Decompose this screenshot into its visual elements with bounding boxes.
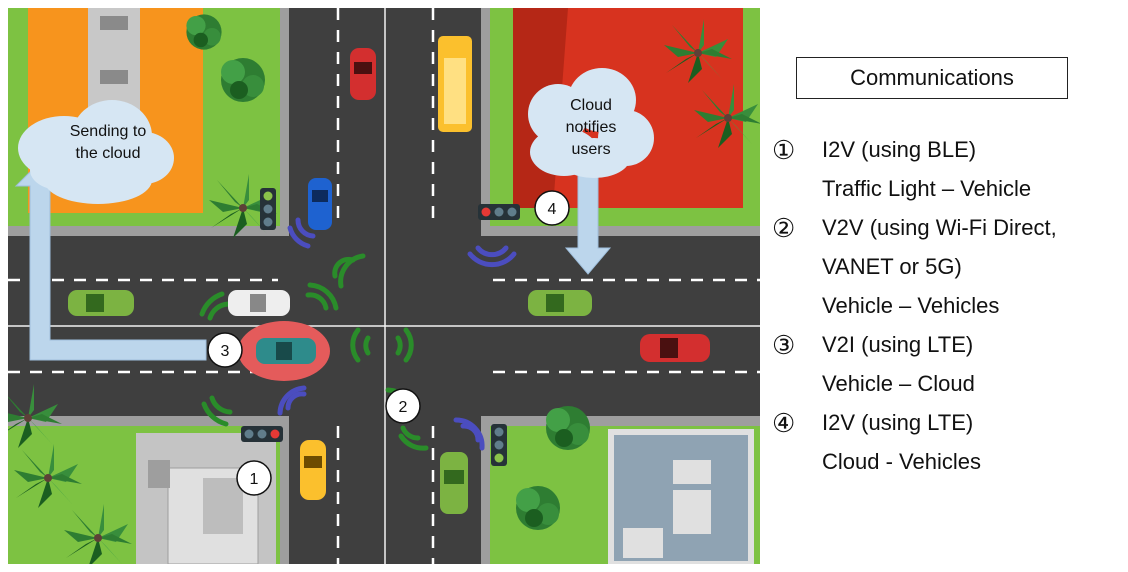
legend-line: VANET or 5G) [822,253,962,279]
legend-title: Communications [796,57,1068,99]
legend-number: ④ [772,407,796,438]
car-white [228,290,290,316]
intersection-illustration: Sending to the cloud Cloud notifies user… [8,8,760,564]
marker-4: 4 [534,190,570,226]
arrow-from-cloud [564,167,612,275]
legend-line: Cloud - Vehicles [822,448,981,474]
svg-text:4: 4 [548,201,557,218]
car-blue [308,178,332,230]
legend-number: ② [772,212,796,243]
marker-1: 1 [236,460,272,496]
cloud-sending: Sending to the cloud [18,100,174,204]
traffic-light-topleft [260,188,276,230]
cloud-sending-line2: the cloud [76,145,141,162]
legend-line: I2V (using LTE) [822,409,974,435]
marker-3: 3 [207,332,243,368]
legend-number: ① [772,134,796,165]
car-yellow [300,440,326,500]
traffic-light-2 [491,424,507,466]
legend-line: Vehicle – Vehicles [822,292,1000,318]
legend-line: I2V (using BLE) [822,136,977,162]
legend-item-3: ③ V2I (using LTE) Vehicle – Cloud [772,325,1122,403]
legend-item-4: ④ I2V (using LTE) Cloud - Vehicles [772,403,1122,481]
car-teal [256,338,316,364]
legend-line: V2V (using Wi-Fi Direct, [822,214,1057,240]
svg-text:3: 3 [221,343,230,360]
cloud-notify: Cloud notifies users [528,68,654,178]
legend-item-1: ① I2V (using BLE) Traffic Light – Vehicl… [772,130,1122,208]
legend-line: Vehicle – Cloud [822,370,975,396]
legend-item-2: ② V2V (using Wi-Fi Direct, VANET or 5G) … [772,208,1122,325]
car-red-top [350,48,376,100]
legend-line: Traffic Light – Vehicle [822,175,1032,201]
legend-list: ① I2V (using BLE) Traffic Light – Vehicl… [772,130,1122,481]
cloud-notify-line1: Cloud [570,97,612,114]
cloud-sending-line1: Sending to [70,123,147,140]
legend-number: ③ [772,329,796,360]
svg-text:2: 2 [399,399,408,416]
car-red-right [640,334,710,362]
marker-2: 2 [385,388,421,424]
car-green-left [68,290,134,316]
cloud-notify-line2: notifies [566,119,617,136]
traffic-light-1 [241,426,283,442]
legend-line: V2I (using LTE) [822,331,974,357]
tree [221,58,265,102]
car-green-bottom [440,452,468,514]
car-green-right [528,290,592,316]
cloud-notify-line3: users [571,141,610,158]
svg-text:1: 1 [250,471,259,488]
school-bus [438,36,472,132]
traffic-light-4 [478,204,520,220]
